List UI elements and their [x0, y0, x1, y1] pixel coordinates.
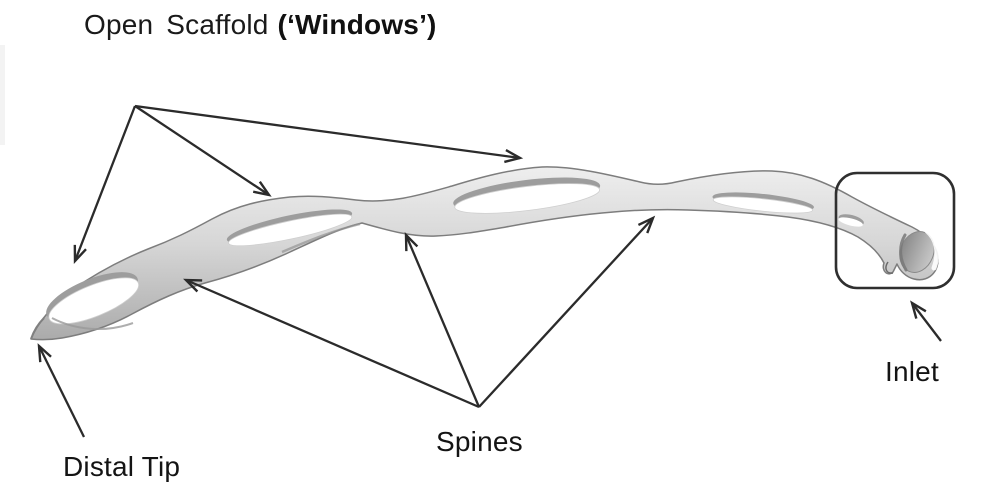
title-emphasis: (‘Windows’)	[277, 9, 437, 40]
rim-shadow-left	[51, 317, 134, 331]
distal-tip-arrow	[37, 343, 86, 438]
window-cutout-4	[712, 192, 814, 214]
tip-shadow	[30, 317, 45, 340]
scan-edge-artifact	[0, 45, 5, 145]
windows-arrow-1	[73, 105, 137, 265]
spines-arrows	[183, 215, 656, 409]
spines-arrow-3	[478, 215, 656, 408]
label-distal-tip: Distal Tip	[63, 451, 181, 482]
scaffold-render	[30, 166, 940, 341]
title-prefix: Open Scaffold	[84, 9, 269, 40]
inlet-highlight-box	[834, 171, 956, 290]
inlet-opening	[885, 228, 940, 274]
windows-arrow-2	[134, 105, 272, 197]
windows-arrows	[73, 104, 524, 265]
window-cutout-2	[226, 209, 353, 247]
windows-arrow-3	[134, 104, 524, 164]
window-cutout-3	[453, 177, 601, 214]
label-inlet: Inlet	[885, 356, 939, 387]
spines-arrow-2	[404, 232, 481, 408]
diagram-title: Open Scaffold (‘Windows’)	[84, 10, 437, 39]
window-cutout-1	[46, 272, 140, 325]
window-cutout-5	[838, 214, 864, 227]
spines-arrow-1	[183, 278, 480, 409]
rim-shadow-mid	[281, 222, 361, 254]
inlet-arrow	[910, 300, 942, 342]
label-spines: Spines	[436, 426, 523, 457]
